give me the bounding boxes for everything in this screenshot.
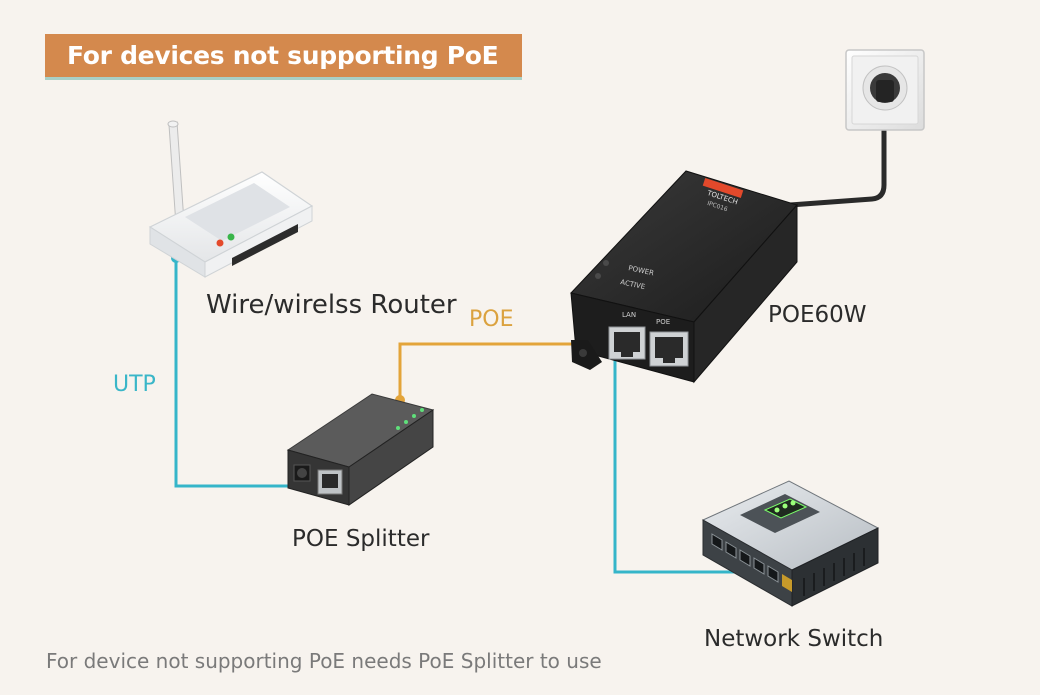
injector-poe-port <box>649 331 689 367</box>
wall-socket <box>845 49 925 131</box>
poe-cable-label: POE <box>469 307 514 332</box>
wireless-router <box>148 120 314 278</box>
injector-label: POE60W <box>768 302 867 328</box>
title-banner: For devices not supporting PoE <box>45 34 522 80</box>
utp-cable-label: UTP <box>113 372 156 397</box>
power-cord <box>787 97 887 208</box>
injector-poe-port-label: POE <box>656 318 670 326</box>
poe-injector-device: TOLTECH IPC016 POWER ACTIVE LAN POE <box>570 170 798 384</box>
poe-splitter-device <box>286 393 435 506</box>
switch-label: Network Switch <box>704 626 884 652</box>
page-title: For devices not supporting PoE <box>67 41 499 70</box>
injector-lan-port-label: LAN <box>622 311 636 319</box>
caption-text: For device not supporting PoE needs PoE … <box>46 649 602 673</box>
router-label: Wire/wirelss Router <box>206 290 457 320</box>
network-switch-device <box>701 480 880 607</box>
splitter-label: POE Splitter <box>292 526 430 552</box>
injector-lan-port <box>608 326 646 360</box>
